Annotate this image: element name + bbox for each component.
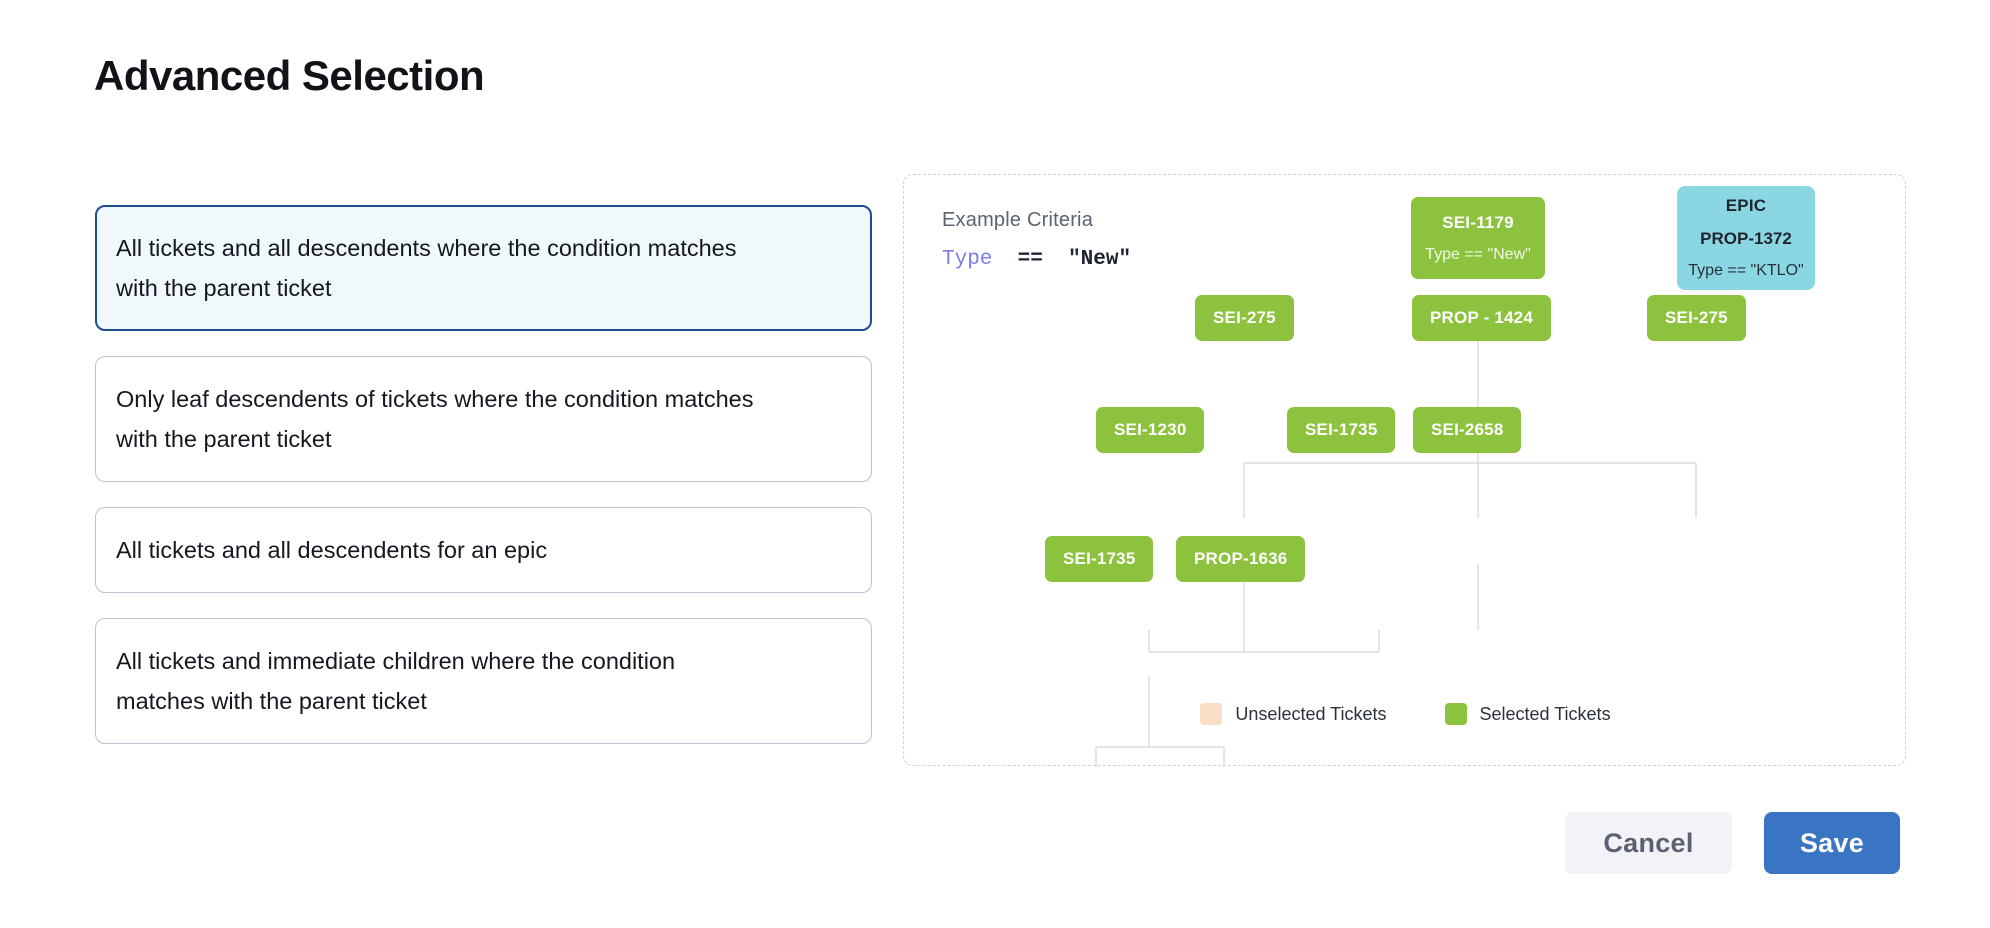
node-id: SEI-1735 — [1063, 549, 1136, 568]
option-card-all-descendents[interactable]: All tickets and all descendents where th… — [95, 205, 872, 331]
option-card-immediate-children[interactable]: All tickets and immediate children where… — [95, 618, 872, 744]
option-label: All tickets and immediate children where… — [116, 648, 676, 714]
legend-label: Selected Tickets — [1479, 703, 1611, 724]
tree-node-sei-1230[interactable]: SEI-1230 — [1096, 407, 1205, 453]
legend-item-unselected: Unselected Tickets — [1200, 703, 1387, 725]
legend-item-selected: Selected Tickets — [1444, 703, 1611, 725]
node-id: SEI-1735 — [1305, 420, 1378, 439]
node-id: SEI-275 — [1665, 308, 1728, 327]
tree-node-sei-275-left[interactable]: SEI-275 — [1195, 295, 1294, 341]
tree-node-prop-1424[interactable]: PROP - 1424 — [1412, 295, 1551, 341]
footer-actions: Cancel Save — [1565, 812, 1900, 874]
node-kind: EPIC — [1725, 196, 1767, 215]
criteria-operator: == — [1017, 248, 1043, 271]
node-id: PROP-1372 — [1700, 229, 1792, 248]
criteria-expression: Type == "New" — [942, 248, 1131, 271]
node-id: SEI-275 — [1213, 308, 1276, 327]
criteria-label: Example Criteria — [942, 209, 1094, 231]
tree-node-sei-275-right[interactable]: SEI-275 — [1647, 295, 1746, 341]
legend-swatch-selected — [1444, 703, 1467, 725]
tree-node-prop-1636[interactable]: PROP-1636 — [1176, 536, 1306, 582]
criteria-block: Example Criteria Type == "New" — [942, 209, 1131, 271]
node-id: SEI-1179 — [1442, 212, 1514, 232]
node-condition: Type == "New" — [1425, 245, 1531, 263]
option-card-epic-descendents[interactable]: All tickets and all descendents for an e… — [95, 507, 872, 593]
tree-node-epic-prop-1372: EPIC PROP-1372 Type == "KTLO" — [1677, 186, 1815, 290]
legend: Unselected Tickets Selected Tickets — [904, 703, 1907, 725]
tree-node-sei-1735-leaf[interactable]: SEI-1735 — [1045, 536, 1154, 582]
save-button[interactable]: Save — [1764, 812, 1900, 874]
legend-swatch-unselected — [1200, 703, 1223, 725]
option-label: Only leaf descendents of tickets where t… — [116, 386, 754, 452]
node-condition: Type == "KTLO" — [1688, 262, 1804, 279]
node-id: SEI-1230 — [1114, 420, 1187, 439]
node-id: PROP-1636 — [1194, 549, 1288, 568]
option-label: All tickets and all descendents where th… — [116, 235, 737, 301]
node-id: PROP - 1424 — [1430, 308, 1533, 327]
tree-node-sei-1735-mid[interactable]: SEI-1735 — [1287, 407, 1396, 453]
node-id: SEI-2658 — [1431, 420, 1504, 439]
option-list: All tickets and all descendents where th… — [95, 205, 872, 769]
tree-node-sei-2658[interactable]: SEI-2658 — [1413, 407, 1522, 453]
criteria-value: "New" — [1068, 248, 1132, 271]
criteria-field: Type — [942, 248, 993, 271]
tree-node-sei-1179[interactable]: SEI-1179 Type == "New" — [1411, 197, 1545, 279]
example-diagram-panel: Example Criteria Type == "New" — [903, 174, 1907, 767]
legend-label: Unselected Tickets — [1235, 703, 1387, 724]
option-label: All tickets and all descendents for an e… — [116, 537, 548, 563]
option-card-leaf-descendents[interactable]: Only leaf descendents of tickets where t… — [95, 356, 872, 482]
cancel-button[interactable]: Cancel — [1565, 812, 1732, 874]
page-title: Advanced Selection — [94, 52, 485, 99]
